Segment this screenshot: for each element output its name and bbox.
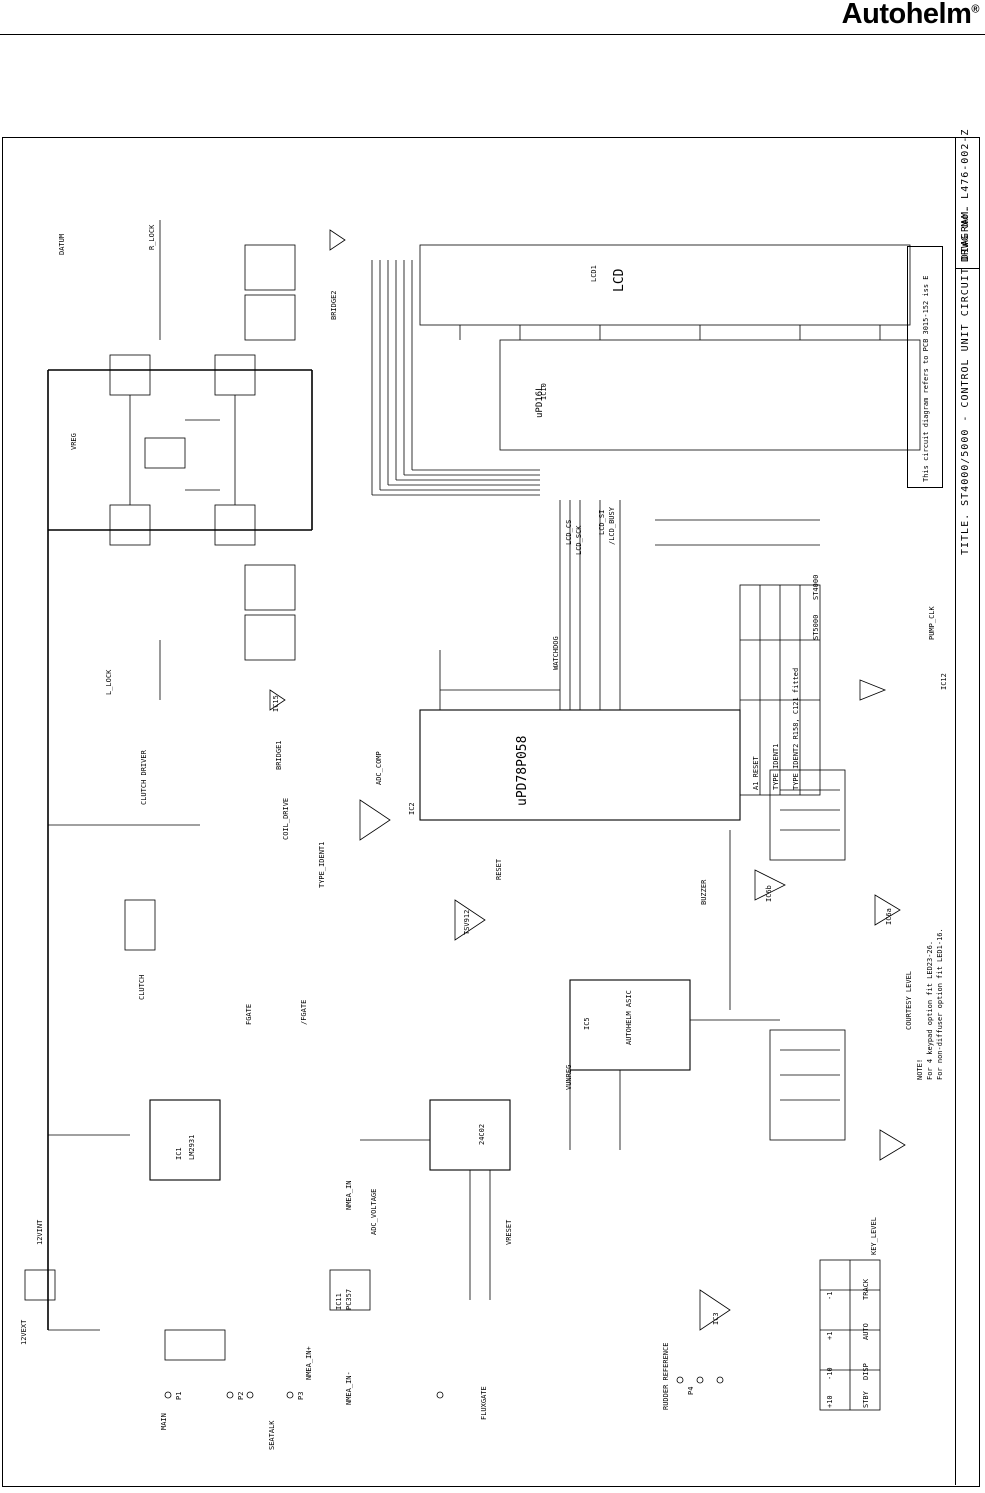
lcd-si-label: LCD_SI: [598, 509, 606, 535]
vreset-label: VRESET: [505, 1219, 513, 1245]
main-label: MAIN: [160, 1413, 168, 1430]
variant-table: [739, 584, 821, 796]
lm2931-adc-label: 24C02: [478, 1123, 486, 1145]
vunreg-label: VUNREG: [565, 1064, 573, 1090]
ic2-label: IC2: [408, 802, 416, 815]
adc-voltage-label: ADC_VOLTAGE: [370, 1188, 378, 1235]
note-line2: For non-diffuser option fit LED1-16.: [936, 928, 944, 1080]
led-arrays: [769, 769, 846, 1141]
title-separator: [955, 268, 979, 269]
table-head-st5000: ST5000: [812, 614, 820, 640]
connector-p4: P4: [687, 1386, 695, 1395]
key-plus1: +1: [826, 1331, 834, 1340]
seatalk-label: SEATALK: [268, 1420, 276, 1450]
bridge2-label: BRIDGE2: [330, 290, 338, 320]
key-disp: DISP: [862, 1363, 870, 1380]
regulator: [124, 899, 371, 1311]
ic1-label: IC1: [175, 1147, 183, 1160]
datum-label: DATUM: [58, 233, 66, 255]
ic11-label: IC11: [335, 1293, 343, 1310]
table-row3-label: TYPE_IDENT2 R158, C121 fitted: [792, 667, 800, 790]
bridge-driver: [109, 220, 346, 711]
ic15-label: IC15: [272, 695, 280, 712]
key-level-label: KEY_LEVEL: [870, 1217, 878, 1255]
lcd-busy-label: /LCD_BUSY: [608, 507, 616, 545]
pump-clk-label: PUMP_CLK: [928, 606, 936, 640]
vreg-label: VREG: [70, 433, 78, 450]
lcd-cs-label: LCD_CS: [565, 519, 573, 545]
adc-comp-label: ADC_COMP: [375, 751, 383, 785]
key-track: TRACK: [862, 1278, 870, 1300]
ic6b-label: IC6b: [765, 885, 773, 902]
upd78p058-label: uPD78P058: [515, 735, 530, 806]
key-stby: STBY: [862, 1391, 870, 1408]
table-head-st4000: ST4000: [812, 574, 820, 600]
lm2931-label: LM2931: [188, 1134, 196, 1160]
connector-p2: P2: [237, 1391, 245, 1400]
op-amps: [359, 679, 906, 1331]
title-block: [955, 138, 980, 1485]
nmea-in-label: NMEA_IN: [345, 1180, 353, 1210]
note-line1: For 4 keypad option fit LED23-26.: [926, 940, 934, 1080]
watchdog-label: WATCHDOG: [552, 636, 560, 670]
ic5-label: IC5: [583, 1017, 591, 1030]
adc-mux: [360, 1099, 511, 1300]
nmea-in-plus-label: NMEA_IN+: [305, 1346, 313, 1380]
lcd-section: [371, 244, 921, 546]
ic3-label: IC3: [712, 1312, 720, 1325]
connector-p1: P1: [175, 1391, 183, 1400]
fluxgate-label: FLUXGATE: [480, 1386, 488, 1420]
asic-label: AUTOHELM ASIC: [625, 990, 633, 1045]
courtesy-level-label: COURTESY LEVEL: [905, 970, 913, 1030]
brand-logo: Autohelm®: [841, 0, 980, 30]
r-lock-label: R_LOCK: [148, 224, 156, 250]
type-ident1-label: TYPE_IDENT1: [318, 841, 326, 888]
fgate-label: FGATE: [245, 1003, 253, 1025]
asic: [569, 979, 780, 1150]
rudder-reference-label: RUDDER REFERENCE: [662, 1342, 670, 1410]
buzzer-label: BUZZER: [700, 879, 708, 905]
coil-drive-label: COIL_DRIVE: [282, 797, 290, 840]
drawing-frame: [2, 137, 980, 1487]
bridge1-label: BRIDGE1: [275, 740, 283, 770]
table-row2-label: TYPE_IDENT1: [772, 743, 780, 790]
nfgate-label: /FGATE: [300, 999, 308, 1025]
pcb-note-box: [907, 246, 943, 488]
lcd-ref-label: LCD1: [590, 265, 598, 282]
key-minus10: -10: [826, 1367, 834, 1380]
clutch-label: CLUTCH: [138, 974, 146, 1000]
note-heading: NOTE!: [916, 1058, 924, 1080]
l-lock-label: L_LOCK: [105, 669, 113, 695]
lcd-sck-label: LCD_SCK: [575, 525, 583, 555]
nmea-in-minus-label: NMEA_IN-: [345, 1371, 353, 1405]
key-plus10: +10: [826, 1395, 834, 1408]
v12int-label: 12VINT: [36, 1219, 44, 1245]
clutch-driver-label: CLUTCH DRIVER: [140, 750, 148, 805]
lcd-label: LCD: [612, 268, 627, 292]
power-rails: [47, 369, 313, 1331]
vext-label: 12VEXT: [20, 1319, 28, 1345]
header-rule: [0, 34, 985, 35]
key-minus1: -1: [826, 1291, 834, 1300]
ic12-label: IC12: [940, 673, 948, 690]
connectors: [24, 1269, 724, 1399]
tsv912-label: TSV912: [463, 909, 471, 935]
table-row1-label: A1 RESET: [752, 756, 760, 790]
keypad: [819, 1259, 881, 1411]
ic6a-label: IC6a: [885, 908, 893, 925]
connector-p3: P3: [297, 1391, 305, 1400]
ic10-label: IC10: [540, 383, 548, 400]
reset-label: RESET: [495, 858, 503, 880]
key-auto: AUTO: [862, 1323, 870, 1340]
pc357-label: PC357: [345, 1288, 353, 1310]
